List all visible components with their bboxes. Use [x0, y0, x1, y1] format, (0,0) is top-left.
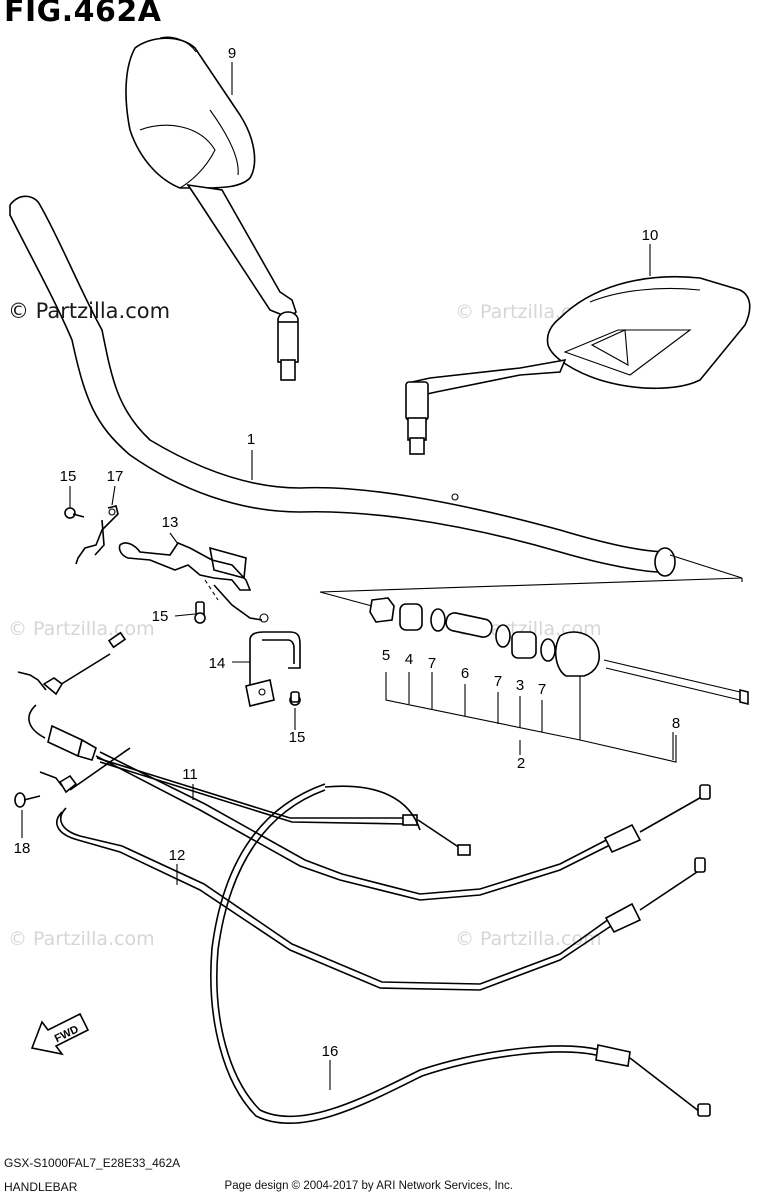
callout-17: 17 — [107, 468, 124, 485]
bar-end-assembly — [369, 597, 749, 706]
fwd-arrow-icon: FWD — [30, 1012, 90, 1056]
callout-4: 4 — [405, 651, 413, 668]
callout-8: 8 — [672, 715, 680, 732]
callout-13: 13 — [162, 514, 179, 531]
cable-12 — [39, 747, 706, 991]
watermark-primary: © Partzilla.com — [8, 299, 170, 323]
callout-14: 14 — [209, 655, 226, 672]
callout-18: 18 — [14, 840, 31, 857]
watermark: © Partzilla.com — [455, 928, 602, 950]
callout-labels: 9 10 1 15 17 13 15 14 15 5 4 7 6 7 3 7 8… — [14, 45, 681, 1060]
cable-16 — [210, 783, 711, 1125]
callout-7-a: 7 — [428, 655, 436, 672]
callout-1: 1 — [247, 431, 255, 448]
figure-code: GSX-S1000FAL7_E28E33_462A — [4, 1156, 181, 1170]
watermark-group: © Partzilla.com © Partzilla.com © Partzi… — [8, 299, 602, 950]
callout-15-top: 15 — [60, 468, 77, 485]
figure-name: HANDLEBAR — [4, 1180, 78, 1194]
callout-6: 6 — [461, 665, 469, 682]
exploded-view-guides — [319, 577, 743, 607]
watermark: © Partzilla.com — [8, 928, 155, 950]
callout-11: 11 — [182, 766, 198, 783]
callout-12: 12 — [169, 847, 186, 864]
callout-7-b: 7 — [494, 673, 502, 690]
callout-7-c: 7 — [538, 681, 546, 698]
callout-16: 16 — [322, 1043, 339, 1060]
watermark: © Partzilla.com — [8, 618, 155, 640]
clamp-14 — [245, 631, 301, 707]
page-credit: Page design © 2004-2017 by ARI Network S… — [224, 1180, 513, 1192]
screw-18 — [14, 792, 41, 808]
assembly-brackets — [385, 672, 677, 763]
callout-3: 3 — [516, 677, 524, 694]
callout-15-mid: 15 — [152, 608, 169, 625]
callout-10: 10 — [642, 227, 659, 244]
cable-11-branch — [96, 757, 471, 856]
clip-17 — [75, 505, 119, 565]
cable-11 — [17, 631, 711, 901]
bracket-13 — [118, 542, 269, 623]
handlebar — [9, 195, 743, 579]
screw-15 — [64, 507, 301, 706]
callout-2: 2 — [517, 755, 525, 772]
callout-5: 5 — [382, 647, 390, 664]
mirror-left — [125, 36, 299, 381]
figure-title: FIG.462A — [4, 0, 162, 29]
callout-15-low: 15 — [289, 729, 306, 746]
leader-lines — [21, 62, 674, 1090]
callout-9: 9 — [228, 45, 236, 62]
mirror-right — [405, 275, 751, 455]
